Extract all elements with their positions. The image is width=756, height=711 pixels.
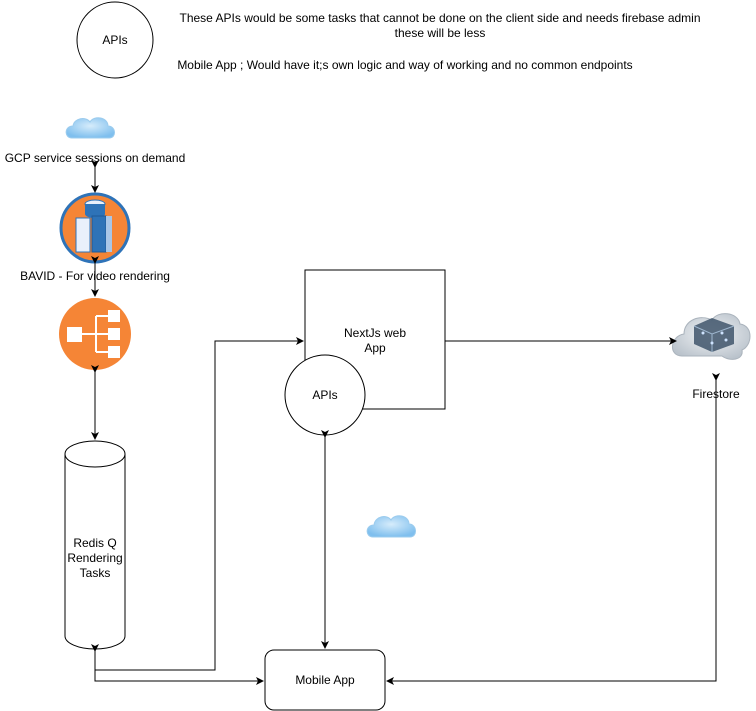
mobile-app-label: Mobile App <box>295 673 355 687</box>
connectors <box>91 160 720 685</box>
edge-redis-nextjs <box>91 337 304 671</box>
redis-label-line3: Tasks <box>79 566 111 580</box>
nextjs-label-line2: App <box>364 341 386 355</box>
redis-label-line2: Rendering <box>67 551 123 565</box>
legend-note-line1: These APIs would be some tasks that cann… <box>179 11 701 25</box>
legend-apis-circle[interactable] <box>76 1 154 79</box>
cloud-icon <box>366 515 416 538</box>
redis-label-line1: Redis Q <box>73 536 117 550</box>
legend-note-line2: these will be less <box>394 26 486 40</box>
legend-circle-label: APIs <box>102 33 128 47</box>
cloud-icon <box>65 117 115 139</box>
legend-mobile-note: Mobile App ; Would have it;s own logic a… <box>177 58 633 72</box>
firestore-label: Firestore <box>692 387 740 401</box>
server-icon <box>59 192 131 264</box>
gcp-label: GCP service sessions on demand <box>4 151 186 165</box>
apis-label: APIs <box>312 388 338 402</box>
firestore-cloud-icon <box>672 313 751 360</box>
edge-firestore-mobile <box>386 373 720 685</box>
load-balancer-icon <box>59 298 131 370</box>
mobile-app-box[interactable] <box>264 649 386 711</box>
bavid-label: BAVID - For video rendering <box>20 269 170 283</box>
edge-redis-mobile <box>94 670 264 685</box>
nextjs-label-line1: NextJs web <box>343 326 407 340</box>
